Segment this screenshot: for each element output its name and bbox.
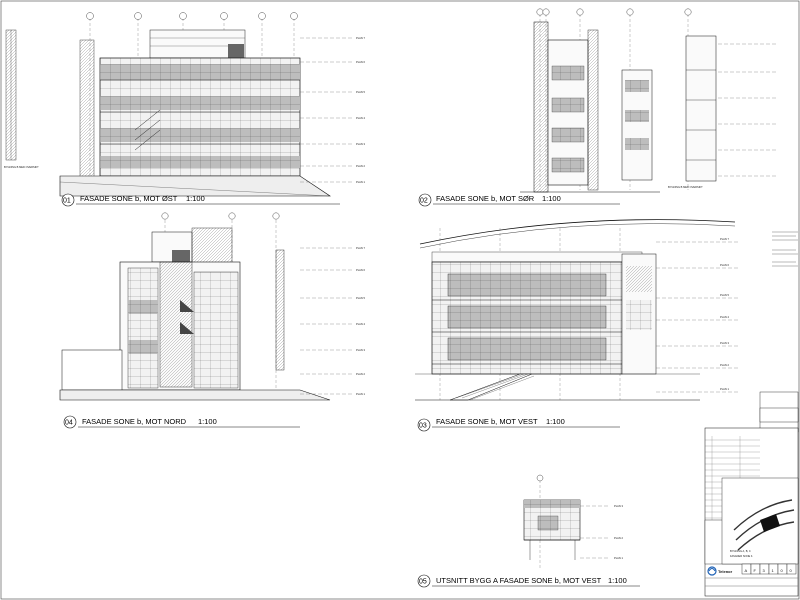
view-detail-west: PLAN 3 PLAN 2 PLAN 1 05 UTSNITT BYGG A F… — [417, 474, 640, 588]
level-label: PLAN 1 — [720, 387, 729, 391]
view-west-elevation: PLAN 7 PLAN 6 PLAN 5 PLAN 4 PLAN 3 PLAN … — [415, 219, 798, 432]
view-scale: 1:100 — [608, 576, 627, 585]
view-number: 02 — [420, 198, 428, 205]
view-title: FASADE SONE b, MOT ØST — [80, 194, 178, 203]
view-number: 04 — [65, 420, 73, 427]
side-label-east: BYGNING B MED OVERSIKT — [4, 165, 39, 169]
view-title: FASADE SONE b, MOT SØR — [436, 194, 535, 203]
view-number: 03 — [419, 423, 427, 430]
level-label: PLAN 5 — [720, 293, 729, 297]
level-label: PLAN 3 — [720, 341, 729, 345]
view-number-badge — [61, 193, 75, 207]
level-label: PLAN 4 — [356, 116, 365, 120]
view-number-badge — [63, 415, 77, 429]
view-scale: 1:100 — [546, 417, 565, 426]
side-label-south: BYGNING B MED OVERSIKT — [668, 185, 703, 189]
level-label: PLAN 6 — [356, 60, 365, 64]
view-scale: 1:100 — [186, 194, 205, 203]
view-number-badge — [417, 418, 431, 432]
level-label: PLAN 2 — [614, 536, 623, 540]
telenor-logo-icon — [707, 566, 717, 576]
view-scale: 1:100 — [198, 417, 217, 426]
drawing-number-char: 0 — [781, 568, 784, 573]
level-label: PLAN 5 — [356, 296, 365, 300]
level-label: PLAN 1 — [356, 392, 365, 396]
level-label: PLAN 2 — [356, 372, 365, 376]
view-north-elevation: PLAN 7 PLAN 6 PLAN 5 PLAN 4 PLAN 3 PLAN … — [59, 212, 365, 429]
drawing-number-char: A — [745, 568, 748, 573]
level-label: PLAN 6 — [356, 268, 365, 272]
view-title: FASADE SONE b, MOT VEST — [436, 417, 538, 426]
view-south-elevation: BYGNING B MED OVERSIKT 02 FASADE SONE b,… — [418, 8, 776, 207]
brand-name: Telenor — [718, 569, 733, 574]
level-label: PLAN 2 — [720, 363, 729, 367]
level-label: PLAN 7 — [356, 246, 365, 250]
drawing-number-char: 0 — [790, 568, 793, 573]
level-label: PLAN 1 — [356, 180, 365, 184]
drawing-number: A F 3 1 0 0 — [741, 563, 797, 575]
level-label: PLAN 4 — [720, 315, 729, 319]
view-number: 05 — [419, 579, 427, 586]
view-title: UTSNITT BYGG A FASADE SONE b, MOT VEST — [436, 576, 602, 585]
level-label: PLAN 3 — [356, 142, 365, 146]
level-label: PLAN 7 — [356, 36, 365, 40]
level-label: PLAN 3 — [356, 348, 365, 352]
level-label: PLAN 7 — [720, 237, 729, 241]
project-name: BYGNING A, B, C — [730, 549, 751, 553]
view-scale: 1:100 — [542, 194, 561, 203]
title-block: Telenor BYGNING A, B, C FASADER SONE b A… — [704, 391, 799, 597]
level-label: PLAN 4 — [356, 322, 365, 326]
drawing-number-char: 1 — [772, 568, 775, 573]
view-title: FASADE SONE b, MOT NORD — [82, 417, 187, 426]
drawing-number-char: 3 — [763, 568, 766, 573]
level-label: PLAN 3 — [614, 504, 623, 508]
view-number: 01 — [63, 198, 71, 205]
view-number-badge — [417, 574, 431, 588]
drawing-number-char: F — [754, 568, 757, 573]
level-label: PLAN 1 — [614, 556, 623, 560]
view-number-badge — [418, 193, 432, 207]
view-east-elevation: BYGNING B MED OVERSIKT — [4, 12, 365, 207]
level-label: PLAN 5 — [356, 90, 365, 94]
level-label: PLAN 2 — [356, 164, 365, 168]
level-label: PLAN 6 — [720, 263, 729, 267]
sheet-title: FASADER SONE b — [730, 554, 753, 558]
